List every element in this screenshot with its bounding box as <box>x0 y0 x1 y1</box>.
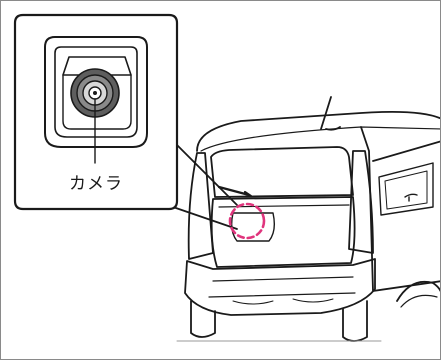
vehicle-rear-illustration <box>177 97 441 341</box>
roof-antenna <box>321 97 340 130</box>
rear-bumper <box>185 259 375 315</box>
door-handle <box>405 194 417 201</box>
camera-location-highlight <box>230 204 264 238</box>
callout-leader-upper <box>175 143 237 205</box>
callout-leader-lower <box>173 207 237 229</box>
vehicle-side-panel <box>361 127 441 291</box>
vehicle-roof <box>197 112 441 151</box>
left-rear-tyre <box>191 301 215 337</box>
camera-label: カメラ <box>61 169 131 194</box>
